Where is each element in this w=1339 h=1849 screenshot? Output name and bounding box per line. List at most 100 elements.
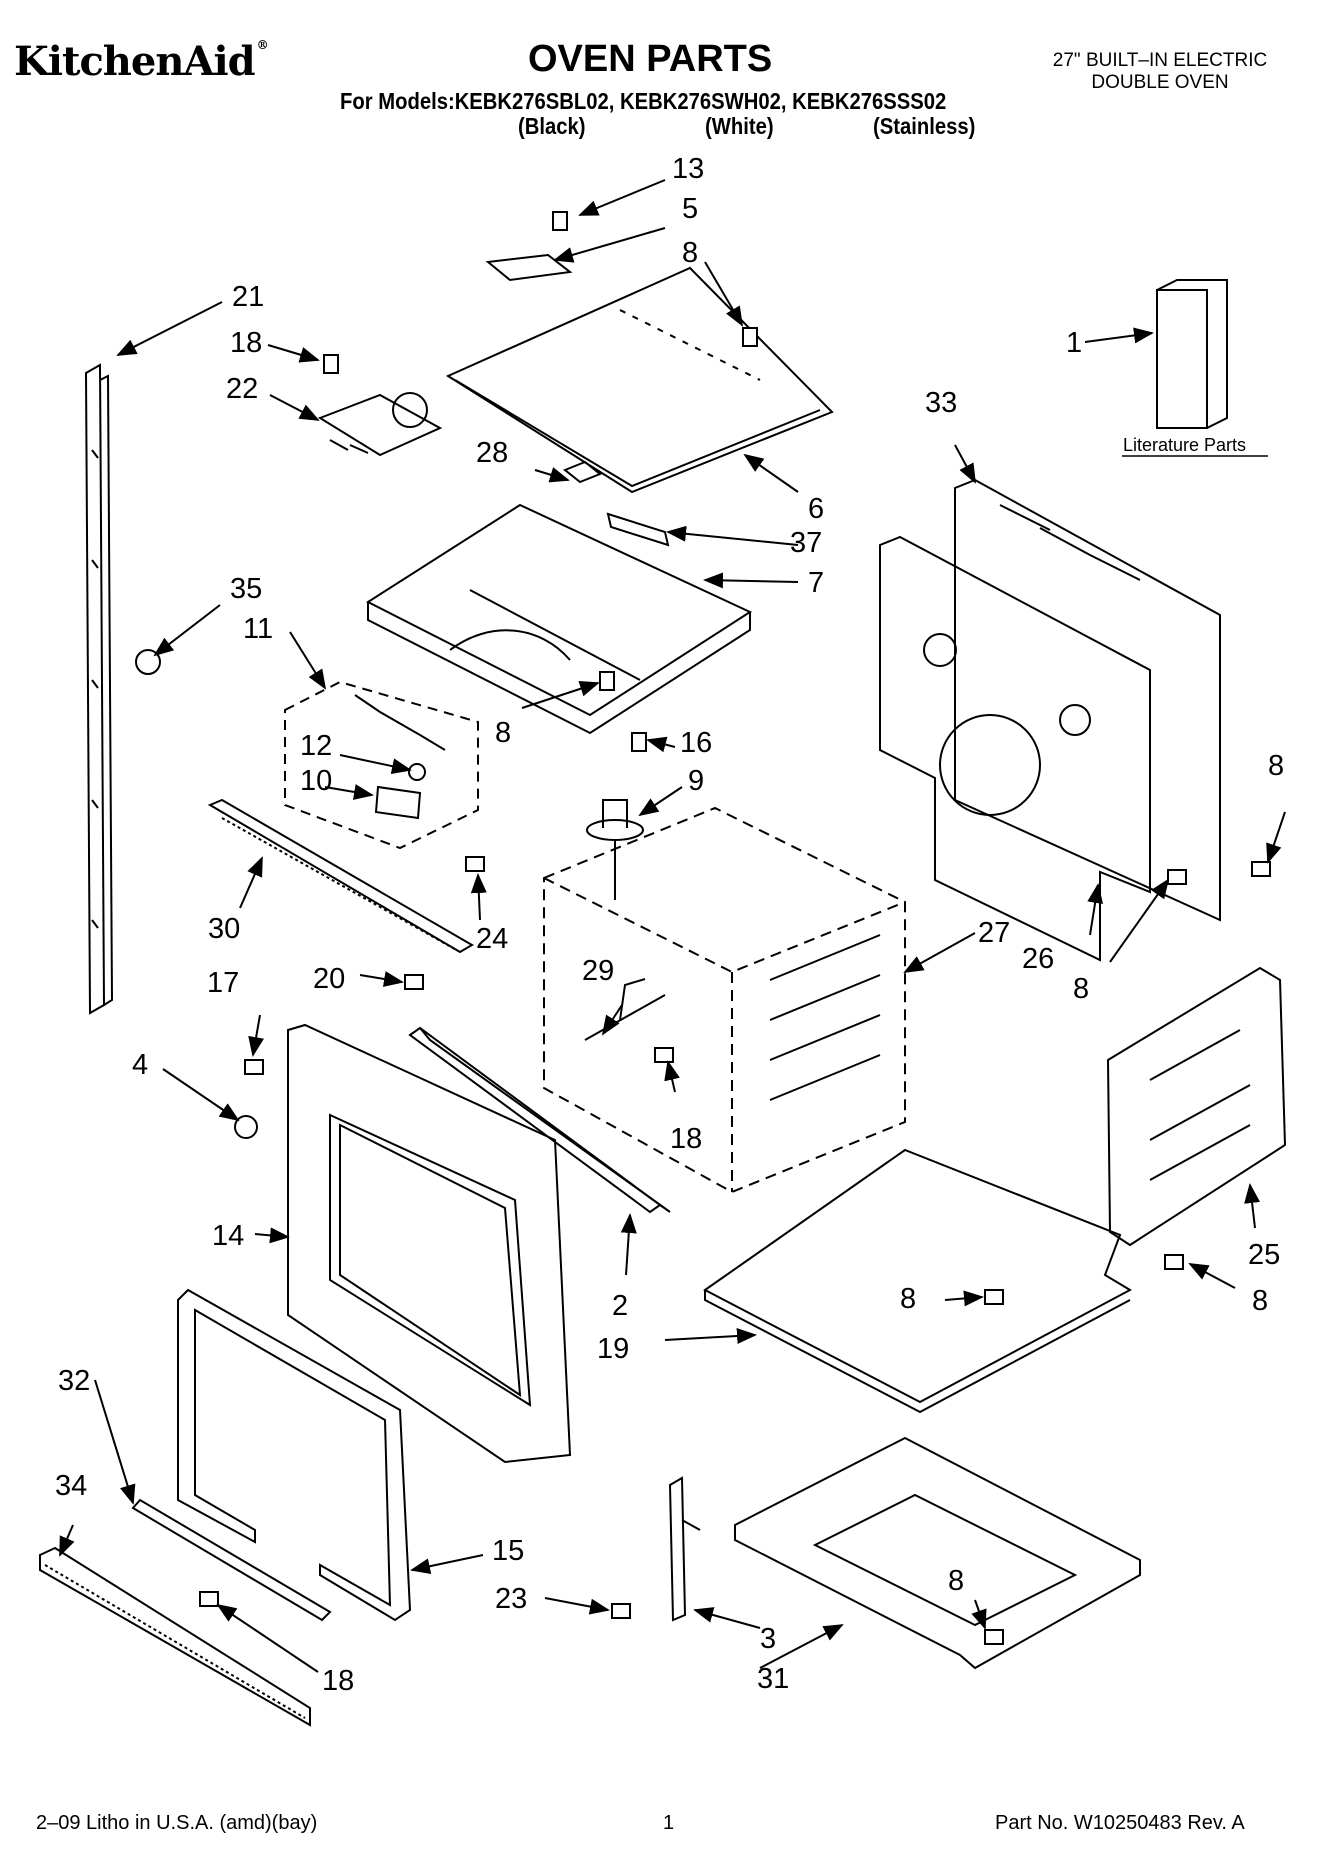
screw-18-bottom	[199, 1591, 219, 1607]
callout-2: 2	[612, 1290, 628, 1322]
part-28-connector	[563, 460, 602, 484]
callout-35: 35	[230, 573, 262, 605]
screw-16	[631, 732, 647, 752]
callout-29: 29	[582, 955, 614, 987]
screw-13	[552, 211, 568, 231]
callout-25: 25	[1248, 1239, 1280, 1271]
callout-8-right: 8	[1268, 750, 1284, 782]
callout-6: 6	[808, 493, 824, 525]
part-29-sensor	[584, 978, 666, 1041]
part-11-wiring-group	[284, 680, 479, 850]
callout-28: 28	[476, 437, 508, 469]
part-33-rear-panel	[954, 478, 1221, 922]
callout-5: 5	[682, 193, 698, 225]
appliance-line-2: DOUBLE OVEN	[1091, 72, 1229, 93]
callout-30: 30	[208, 913, 240, 945]
variant-white: (White)	[705, 113, 774, 139]
callout-3: 3	[760, 1623, 776, 1655]
callout-15: 15	[492, 1535, 524, 1567]
callout-4: 4	[132, 1049, 148, 1081]
callout-12: 12	[300, 730, 332, 762]
callout-18-bottom: 18	[322, 1665, 354, 1697]
grommet-4	[234, 1115, 258, 1139]
callout-1: 1	[1066, 327, 1082, 359]
variant-stainless: (Stainless)	[873, 113, 976, 139]
screw-24	[465, 856, 485, 872]
callout-8-top: 8	[682, 237, 698, 269]
screw-8-right	[1251, 861, 1271, 877]
screw-8-bottom	[984, 1289, 1004, 1305]
screw-8-top	[742, 327, 758, 347]
screw-17	[244, 1059, 264, 1075]
callout-18-top: 18	[230, 327, 262, 359]
callout-16: 16	[680, 727, 712, 759]
variant-black: (Black)	[518, 113, 586, 139]
fasteners	[135, 211, 1271, 1645]
part-30-vent-trim	[207, 798, 474, 954]
part-31-drawer-pan	[734, 1436, 1141, 1670]
callout-26: 26	[1022, 943, 1054, 975]
part-5-bracket	[485, 253, 573, 282]
part-2-frame-rail	[408, 1026, 671, 1214]
callout-18-mid: 18	[670, 1123, 702, 1155]
callout-11: 11	[243, 613, 273, 645]
callout-37: 37	[790, 527, 822, 559]
callout-8-bottom: 8	[900, 1283, 916, 1315]
callout-leaders	[59, 179, 1286, 1673]
part-15-door-gasket	[177, 1288, 412, 1622]
screw-18-top	[323, 354, 339, 374]
part-19-oven-bottom	[703, 1148, 1133, 1414]
screw-8-mid	[599, 671, 615, 691]
part-6-top-panel	[445, 266, 834, 494]
callout-34: 34	[55, 1470, 87, 1502]
part-37-rail	[606, 512, 670, 547]
callout-8-mid: 8	[495, 717, 511, 749]
page-title: OVEN PARTS	[528, 38, 773, 80]
callout-32: 32	[58, 1365, 90, 1397]
part-1-literature	[1156, 289, 1208, 429]
callout-21: 21	[232, 281, 264, 313]
callout-31: 31	[757, 1663, 789, 1695]
footer-litho: 2–09 Litho in U.S.A. (amd)(bay)	[36, 1812, 318, 1834]
screw-18-mid	[654, 1047, 674, 1063]
footer-part-number: Part No. W10250483 Rev. A	[995, 1812, 1245, 1834]
callout-10: 10	[300, 765, 332, 797]
callout-14: 14	[212, 1220, 244, 1252]
part-26-inner-rear-panel	[879, 535, 1151, 962]
part-drawings	[39, 253, 1287, 1727]
part-21-side-trim	[84, 363, 114, 1015]
callout-8-right-lower: 8	[1073, 973, 1089, 1005]
part-3-hinge-bracket	[668, 1476, 701, 1622]
part-22-motor-assembly	[317, 392, 443, 457]
screw-8-pan	[984, 1629, 1004, 1645]
literature-parts-label: Literature Parts	[1123, 435, 1246, 455]
part-14-door-frame	[287, 1023, 572, 1464]
callout-20: 20	[313, 963, 345, 995]
callout-numbers: 1 2 3 4 5 6 7 8 9 10 11 12 13 14 15 16 1…	[55, 153, 1284, 1697]
part-10-lens	[374, 785, 422, 820]
part-7-mid-plate	[365, 503, 753, 735]
callout-13: 13	[672, 153, 704, 185]
appliance-line-1: 27" BUILT–IN ELECTRIC	[1052, 50, 1268, 71]
screw-20	[404, 974, 424, 990]
callout-7: 7	[808, 567, 824, 599]
screw-8-right-lower	[1167, 869, 1187, 885]
appliance-description: 27" BUILT–IN ELECTRIC DOUBLE OVEN	[1000, 50, 1320, 94]
callout-8-panel: 8	[1252, 1285, 1268, 1317]
callout-8-pan: 8	[948, 1565, 964, 1597]
model-list: For Models:KEBK276SBL02, KEBK276SWH02, K…	[340, 88, 947, 114]
callout-33: 33	[925, 387, 957, 419]
oven-rack-rails	[769, 934, 881, 1101]
callout-24: 24	[476, 923, 508, 955]
screw-23	[611, 1603, 631, 1619]
callout-22: 22	[226, 373, 258, 405]
part-27-oven-cavity	[543, 806, 906, 1194]
part-32-vent-strip	[131, 1498, 332, 1622]
callout-23: 23	[495, 1583, 527, 1615]
callout-19: 19	[597, 1333, 629, 1365]
callout-9: 9	[688, 765, 704, 797]
brand-logo: KitchenAid®	[14, 38, 269, 85]
part-34-bottom-trim	[39, 1546, 311, 1727]
footer-page-number: 1	[663, 1812, 675, 1834]
